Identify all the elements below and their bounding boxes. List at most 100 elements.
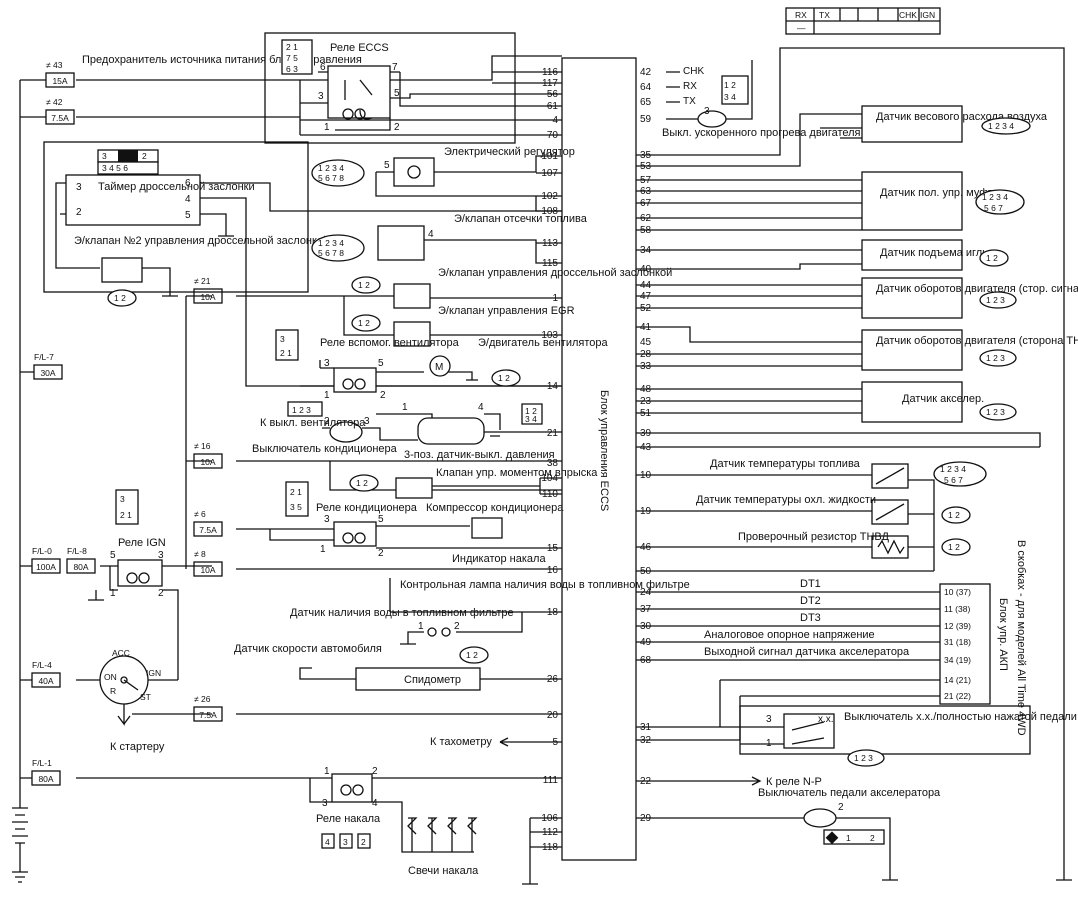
diagnostic-connector: RX TX CHK IGN — <box>785 7 941 35</box>
coolant-temp-label: Датчик температуры охл. жидкости <box>696 494 876 506</box>
side-note: В скобках - для моделей All Time 4WD <box>1015 540 1027 736</box>
svg-text:5 6 7: 5 6 7 <box>984 203 1003 213</box>
akp-pins: 10 (37)11 (38)12 (39)31 (18)34 (19)14 (2… <box>944 587 971 701</box>
svg-text:5 6 7 8: 5 6 7 8 <box>318 173 344 183</box>
ignition-switch: ACC IGN ON R ST К стартеру <box>76 648 178 753</box>
fuse-amp: 15A <box>52 76 67 86</box>
speedometer: Спидометр <box>299 667 562 691</box>
svg-text:—: — <box>797 23 806 33</box>
svg-text:1 2: 1 2 <box>724 80 736 90</box>
idle-switch: 31 х.х. Выключатель х.х./полностью нажат… <box>636 680 1078 767</box>
fuse-label: F/L-1 <box>32 758 52 768</box>
injection-valve: Клапан упр. моментом впрыска 1 2 <box>349 467 598 499</box>
fuse-amp: 7.5A <box>199 710 217 720</box>
svg-text:3: 3 <box>158 550 164 561</box>
diag-tx: TX <box>683 96 696 107</box>
svg-text:1: 1 <box>320 544 326 555</box>
ecu-pin-right: 42 <box>640 67 652 78</box>
needle-sensor: Датчик подъема иглы 1 2 <box>636 239 1009 271</box>
svg-text:2: 2 <box>870 833 875 843</box>
svg-text:2 1: 2 1 <box>120 510 132 520</box>
svg-text:3 5: 3 5 <box>290 502 302 512</box>
fuse-label: ≠ 16 <box>194 441 211 451</box>
pressure-switch-label: 3-поз. датчик-выкл. давления <box>404 449 555 461</box>
egr-valve: 1 2 Э/клапан управления EGR <box>351 305 575 347</box>
svg-text:2 1: 2 1 <box>280 348 292 358</box>
glow-plugs: Свечи накала <box>407 817 479 877</box>
fuel-temp-label: Датчик температуры топлива <box>710 458 861 470</box>
hdr-ign: IGN <box>920 10 935 20</box>
fuel-cut-valve: 4 Э/клапан отсечки топлива 1 2 3 45 6 7 … <box>311 213 588 264</box>
svg-text:2: 2 <box>76 207 82 218</box>
ign-r: R <box>110 686 116 696</box>
fuse-amp: 80A <box>73 562 88 572</box>
hdr-rx: RX <box>795 10 807 20</box>
fuse-amp: 7.5A <box>199 525 217 535</box>
svg-text:1 2 3 4: 1 2 3 4 <box>988 121 1014 131</box>
egr-valve-label: Э/клапан управления EGR <box>438 305 575 317</box>
svg-text:2: 2 <box>378 548 384 559</box>
accel-label: Датчик акселер. <box>902 393 984 405</box>
ac-relay-label: Реле кондиционера <box>316 502 418 514</box>
svg-text:2: 2 <box>361 837 366 847</box>
svg-text:1: 1 <box>846 833 851 843</box>
rpm-tnvd-label: Датчик оборотов двигателя (сторона ТНВД) <box>876 335 1078 347</box>
fan-switch-label: К выкл. вентилятора <box>260 417 366 429</box>
ecu-pin-left: 111 <box>543 775 559 786</box>
fuel-cut-label: Э/клапан отсечки топлива <box>454 213 588 225</box>
svg-text:3 4 5 6: 3 4 5 6 <box>102 163 128 173</box>
fuse-amp: 30A <box>40 368 55 378</box>
svg-text:4: 4 <box>372 798 378 809</box>
fuse-label: ≠ 21 <box>194 276 211 286</box>
svg-text:M: M <box>435 362 443 373</box>
ecu-pin-left: 20 <box>547 710 559 721</box>
fuse: 10A ≠ 21 <box>193 276 223 304</box>
akp-pin: 34 (19) <box>944 655 971 665</box>
to-tacho: К тахометру <box>430 736 492 748</box>
dt1-label: DT1 <box>800 578 821 590</box>
ign-relay-label: Реле IGN <box>118 537 166 549</box>
akp-pin: 21 (22) <box>944 691 971 701</box>
fuse: 7.5A≠ 42 <box>45 97 75 125</box>
glow-relay-label: Реле накала <box>316 813 381 825</box>
svg-text:2: 2 <box>380 390 386 401</box>
svg-text:5: 5 <box>110 550 116 561</box>
analog-ref-label: Аналоговое опорное напряжение <box>704 629 875 641</box>
akp-pin: 14 (21) <box>944 675 971 685</box>
ign-st: ST <box>140 692 151 702</box>
fuse-amp: 10A <box>200 292 215 302</box>
svg-text:5: 5 <box>384 160 390 171</box>
svg-text:1 2 3 4: 1 2 3 4 <box>982 192 1008 202</box>
valve2-label: Э/клапан №2 управления дроссельной засло… <box>74 235 329 247</box>
svg-text:3: 3 <box>280 334 285 344</box>
svg-text:3: 3 <box>318 91 324 102</box>
svg-text:3: 3 <box>704 106 710 117</box>
svg-text:2: 2 <box>838 802 844 813</box>
needle-label: Датчик подъема иглы <box>880 247 990 259</box>
svg-text:1 2 3 4: 1 2 3 4 <box>318 163 344 173</box>
clutch-label: Датчик пол. упр. муфты <box>880 187 1001 199</box>
eccs-relay-label: Реле ECCS <box>330 42 389 54</box>
svg-text:3: 3 <box>322 798 328 809</box>
svg-text:1: 1 <box>402 402 408 413</box>
akp-pin: 31 (18) <box>944 637 971 647</box>
fan-motor-label: Э/двигатель вентилятора <box>478 337 609 349</box>
xx-label: х.х. <box>818 714 834 725</box>
svg-text:1 2 3: 1 2 3 <box>986 353 1005 363</box>
glow-plugs-label: Свечи накала <box>408 865 479 877</box>
svg-text:2: 2 <box>142 151 147 161</box>
svg-text:2: 2 <box>454 621 460 632</box>
check-resistor: Проверочный резистор ТНВД 1 2 <box>636 531 971 559</box>
svg-text:1 2: 1 2 <box>358 280 370 290</box>
coolant-temp-sensor: Датчик температуры охл. жидкости 1 2 <box>636 494 971 525</box>
svg-text:1 2: 1 2 <box>358 318 370 328</box>
ecu-pin-right: 64 <box>640 82 652 93</box>
to-starter: К стартеру <box>110 741 165 753</box>
svg-text:1 2: 1 2 <box>114 293 126 303</box>
svg-text:1 2 3: 1 2 3 <box>292 405 311 415</box>
dt2-label: DT2 <box>800 595 821 607</box>
